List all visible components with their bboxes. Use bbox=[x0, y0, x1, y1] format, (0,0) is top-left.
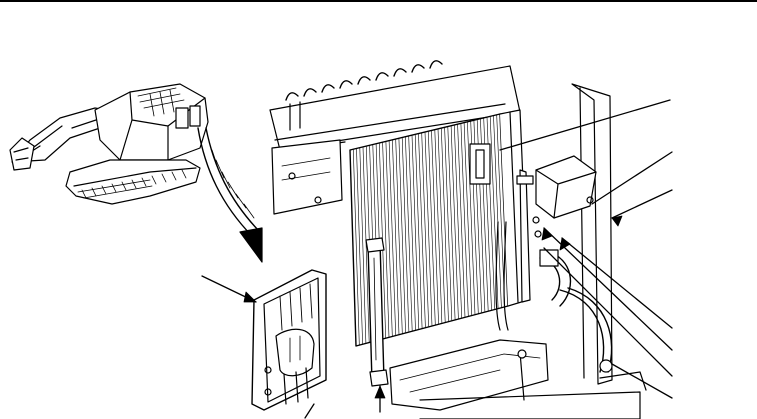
drier-tube bbox=[365, 237, 389, 387]
callout-leader-5 bbox=[561, 237, 673, 329]
arrowhead-3 bbox=[611, 215, 623, 227]
callout-leaders bbox=[201, 99, 673, 419]
callout-arrowheads bbox=[243, 215, 623, 399]
excavator-locator-view bbox=[9, 83, 209, 205]
callout-leader-1 bbox=[499, 99, 671, 151]
arrowhead-5 bbox=[559, 237, 571, 251]
callout-leader-6 bbox=[543, 227, 673, 351]
arrowhead-9 bbox=[374, 385, 386, 399]
radiator-detail-view bbox=[251, 60, 647, 419]
callout-leader-8 bbox=[611, 363, 673, 399]
arrowhead-4 bbox=[243, 291, 257, 303]
callout-leader-7 bbox=[543, 247, 673, 377]
header-rule bbox=[0, 0, 757, 2]
callout-leader-3 bbox=[611, 189, 673, 219]
callout-leader-2 bbox=[591, 151, 673, 205]
reservoir-assembly bbox=[251, 269, 327, 411]
locator-arrow bbox=[197, 127, 263, 263]
callout-leader-10 bbox=[304, 403, 315, 419]
arrowhead-6 bbox=[541, 227, 553, 241]
